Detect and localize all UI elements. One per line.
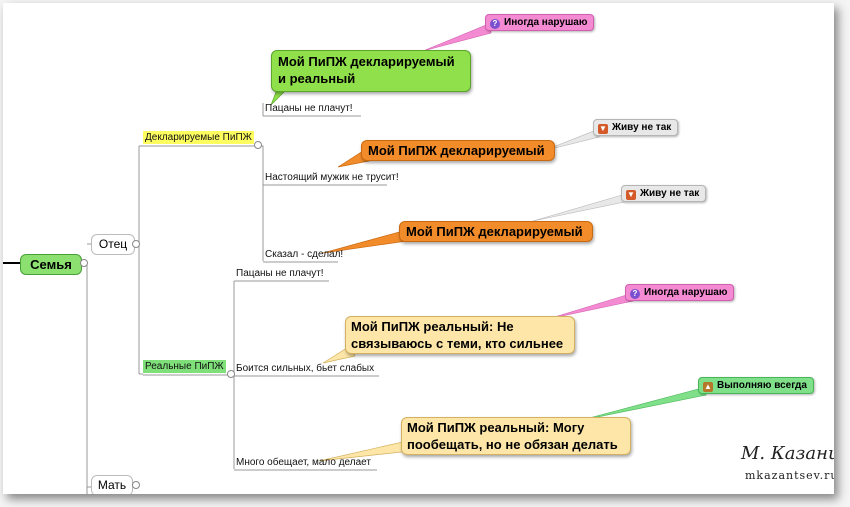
real-item[interactable]: Боится сильных, бьет слабых [236,363,375,374]
callout-real[interactable]: Мой ПиПЖ реальный: Не связываюсь с теми,… [345,316,575,354]
real-item[interactable]: Пацаны не плачут! [236,268,324,279]
callout-text: Мой ПиПЖ декларируемый [406,224,583,239]
branch-father-label: Отец [98,237,128,251]
declared-group-label[interactable]: Декларируемые ПиПЖ [143,131,254,144]
declared-item[interactable]: Настоящий мужик не трусит! [265,172,399,183]
callout-line: Мой ПиПЖ декларируемый [278,54,455,69]
root-label: Семья [30,257,72,272]
tag-live-differently[interactable]: ▼ Живу не так [621,185,707,202]
collapse-toggle[interactable] [80,259,88,267]
callout-line: связываюсь с теми, кто сильнее [351,336,564,351]
callout-line: и реальный [278,71,356,86]
callout-declared[interactable]: Мой ПиПЖ декларируемый [361,140,555,161]
callout-line: Мой ПиПЖ реальный: Не [351,319,514,334]
thumbs-down-icon: ▼ [626,190,636,200]
collapse-toggle[interactable] [227,370,235,378]
tag-live-differently[interactable]: ▼ Живу не так [593,119,679,136]
branch-father[interactable]: Отец [91,234,135,255]
collapse-toggle[interactable] [132,481,140,489]
branch-mother[interactable]: Мать [91,475,133,494]
callout-declared-and-real[interactable]: Мой ПиПЖ декларируемый и реальный [271,50,471,92]
signature: М. Казанцев [741,443,834,464]
tag-text: Выполняю всегда [717,380,807,391]
declared-item[interactable]: Сказал - сделал! [265,249,344,260]
branch-mother-label: Мать [97,478,127,492]
root-node[interactable]: Семья [20,254,82,275]
tag-sometimes-break[interactable]: ? Иногда нарушаю [485,14,595,31]
callout-real[interactable]: Мой ПиПЖ реальный: Могу пообещать, но не… [401,417,631,455]
callout-line: пообещать, но не обязан делать [407,437,618,452]
signature-site: mkazantsev.ru [745,469,834,482]
tag-sometimes-break[interactable]: ? Иногда нарушаю [625,284,735,301]
callout-line: Мой ПиПЖ реальный: Могу [407,420,585,435]
declared-item[interactable]: Пацаны не плачут! [265,103,353,114]
callout-text: Мой ПиПЖ декларируемый [368,143,545,158]
callout-declared[interactable]: Мой ПиПЖ декларируемый [399,221,593,242]
question-icon: ? [630,289,640,299]
thumbs-up-icon: ▲ [703,382,713,392]
real-group-label[interactable]: Реальные ПиПЖ [143,360,226,373]
tag-text: Живу не так [640,188,700,199]
tag-text: Живу не так [612,122,672,133]
tag-text: Иногда нарушаю [504,17,588,28]
thumbs-down-icon: ▼ [598,124,608,134]
connector-lines [3,22,707,494]
collapse-toggle[interactable] [254,141,262,149]
tag-text: Иногда нарушаю [644,287,728,298]
tag-always-follow[interactable]: ▲ Выполняю всегда [698,377,814,394]
collapse-toggle[interactable] [132,240,140,248]
mindmap-frame: Семья Отец Мать Декларируемые ПиПЖ Пацан… [3,3,834,494]
real-item[interactable]: Много обещает, мало делает [236,457,371,468]
question-icon: ? [490,19,500,29]
